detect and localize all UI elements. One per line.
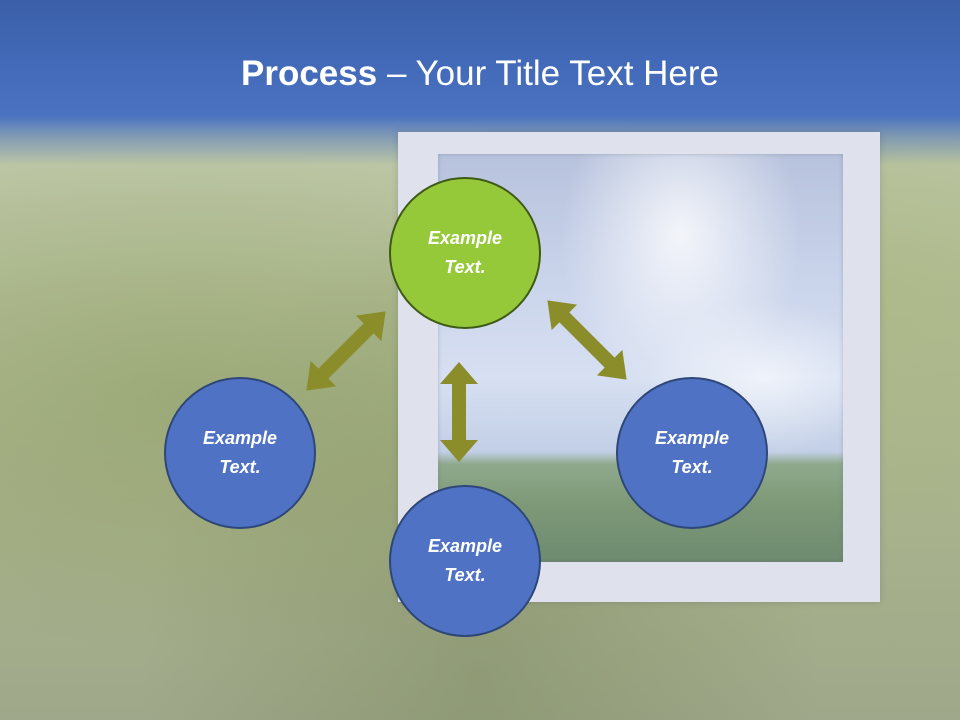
node-top[interactable]: Example Text. [389,177,541,329]
title-rest: – Your Title Text Here [377,54,719,93]
node-left[interactable]: Example Text. [164,377,316,529]
double-arrow-right-icon [547,300,627,380]
double-arrow-left-icon [306,311,386,391]
slide-title: Process – Your Title Text Here [0,52,960,96]
double-arrow-vertical-icon [440,362,478,462]
node-left-label: Example Text. [202,428,278,477]
title-bold: Process [241,54,378,93]
node-bottom[interactable]: Example Text. [389,485,541,637]
node-bottom-label: Example Text. [427,536,503,585]
node-top-label: Example Text. [427,228,503,277]
node-right[interactable]: Example Text. [616,377,768,529]
node-right-label: Example Text. [654,428,730,477]
